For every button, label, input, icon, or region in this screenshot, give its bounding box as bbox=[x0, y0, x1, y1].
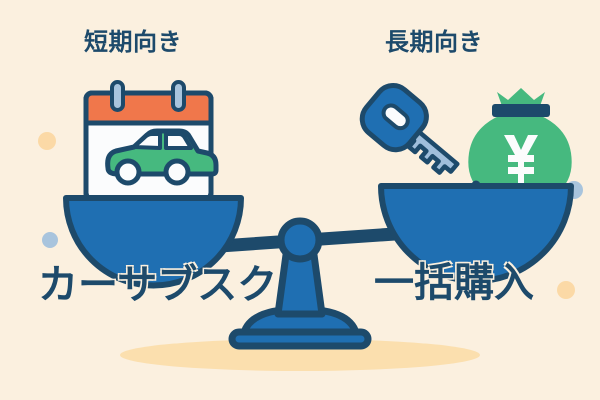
car-window-rear bbox=[164, 132, 193, 150]
dot-orange-left bbox=[38, 132, 56, 150]
label-lump-sum-purchase: 一括購入 bbox=[374, 260, 534, 306]
label-long-term: 長期向き bbox=[385, 28, 483, 56]
scale-left-pan-group bbox=[63, 195, 244, 289]
yen-symbol bbox=[504, 135, 538, 184]
car-key-icon bbox=[359, 83, 460, 175]
key-hole bbox=[381, 103, 410, 131]
scale-base-foot bbox=[228, 328, 372, 350]
label-short-term: 短期向き bbox=[84, 28, 182, 56]
car-wheel-rear bbox=[163, 158, 191, 186]
ground-shadow bbox=[120, 339, 480, 371]
calendar-header bbox=[86, 93, 211, 123]
calendar-ring-left bbox=[110, 80, 125, 112]
car-icon bbox=[105, 128, 219, 186]
scale-right-pan-group bbox=[378, 180, 574, 284]
calendar-ring-right bbox=[171, 80, 186, 112]
scale-left-pan bbox=[63, 195, 244, 289]
dot-orange-right bbox=[557, 281, 575, 299]
money-bag-band bbox=[492, 104, 550, 117]
car-wheel-front bbox=[114, 158, 142, 186]
money-bag-top bbox=[497, 88, 545, 106]
calendar-with-car-icon bbox=[83, 80, 219, 202]
scale-right-pan bbox=[378, 183, 574, 284]
money-bag-icon bbox=[468, 88, 572, 205]
scale-pivot bbox=[277, 217, 323, 263]
car-window-front bbox=[132, 132, 162, 150]
label-car-subscription: カーサブスク bbox=[38, 262, 278, 308]
dot-blue-left bbox=[42, 232, 58, 248]
